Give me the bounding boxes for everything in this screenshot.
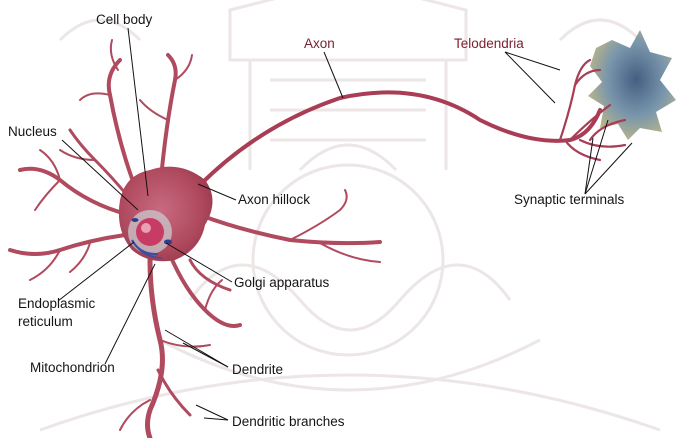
label-endoplasmic-line1: Endoplasmic <box>18 296 95 311</box>
label-mitochondrion: Mitochondrion <box>30 360 115 375</box>
label-dendrite: Dendrite <box>232 362 283 377</box>
label-telodendria: Telodendria <box>454 36 524 51</box>
axon-path <box>200 92 600 185</box>
label-golgi-apparatus: Golgi apparatus <box>234 275 329 290</box>
label-axon-hillock: Axon hillock <box>238 192 310 207</box>
label-axon: Axon <box>304 36 335 51</box>
label-nucleus: Nucleus <box>8 124 57 139</box>
label-synaptic-terminals: Synaptic terminals <box>514 192 624 207</box>
nucleus <box>136 218 164 246</box>
target-cell <box>588 30 676 140</box>
label-cell-body: Cell body <box>96 12 152 27</box>
label-dendritic-branches: Dendritic branches <box>232 414 345 429</box>
label-endoplasmic-line2: reticulum <box>18 314 73 329</box>
